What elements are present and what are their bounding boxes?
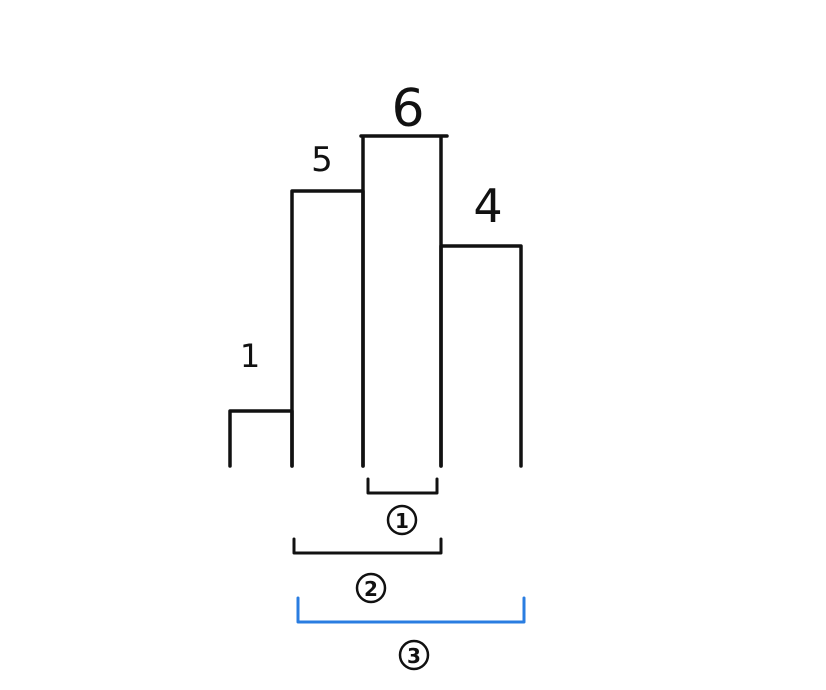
bracket-number-3: 3 — [407, 644, 421, 668]
bracket-number-circle-3 — [398, 639, 430, 671]
bracket-line-1 — [366, 477, 439, 495]
bracket-1: 1 — [366, 477, 439, 536]
bracket-number-circle-1 — [386, 504, 418, 536]
bar-label-2: 5 — [311, 140, 333, 180]
bar-label-1: 1 — [240, 337, 260, 375]
bracket-3: 3 — [296, 596, 526, 671]
bar-4 — [439, 244, 523, 468]
bracket-line-2 — [292, 537, 443, 555]
bracket-number-2: 2 — [364, 577, 378, 601]
brackets-layer: 1 2 3 — [292, 477, 526, 671]
bar-label-3: 6 — [391, 79, 424, 139]
bracket-number-circle-2 — [355, 572, 387, 604]
bar-3 — [359, 134, 449, 468]
bracket-number-1: 1 — [395, 509, 409, 533]
bracket-line-3 — [296, 596, 526, 624]
bar-2 — [290, 189, 365, 468]
bar-1 — [228, 409, 294, 468]
bars-layer — [228, 134, 523, 468]
bracket-2: 2 — [292, 537, 443, 604]
bar-label-4: 4 — [473, 179, 502, 233]
